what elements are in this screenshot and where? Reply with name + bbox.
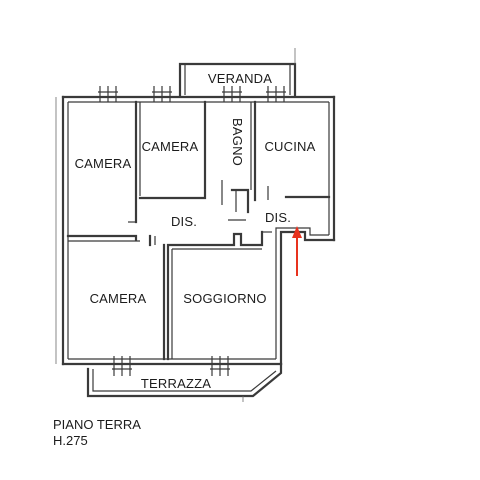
window-marks [98,86,286,376]
room-label-cucina: CUCINA [264,139,315,154]
floor-caption: PIANO TERRA [53,417,141,432]
room-label-terrazza: TERRAZZA [141,376,211,391]
exterior-walls [55,95,336,366]
room-label-camera-3: CAMERA [90,291,147,306]
room-label-dis-1: DIS. [171,214,197,229]
interior-walls [66,100,331,361]
height-caption: H.275 [53,433,88,448]
terrazza-outline [86,362,283,402]
room-label-bagno: BAGNO [230,118,245,166]
room-label-soggiorno: SOGGIORNO [183,291,266,306]
room-label-dis-2: DIS. [265,210,291,225]
room-label-camera-2: CAMERA [142,139,199,154]
veranda-outline [178,48,297,97]
room-label-veranda: VERANDA [208,71,272,86]
entrance-arrow-icon [292,226,302,276]
room-label-camera-1: CAMERA [75,156,132,171]
